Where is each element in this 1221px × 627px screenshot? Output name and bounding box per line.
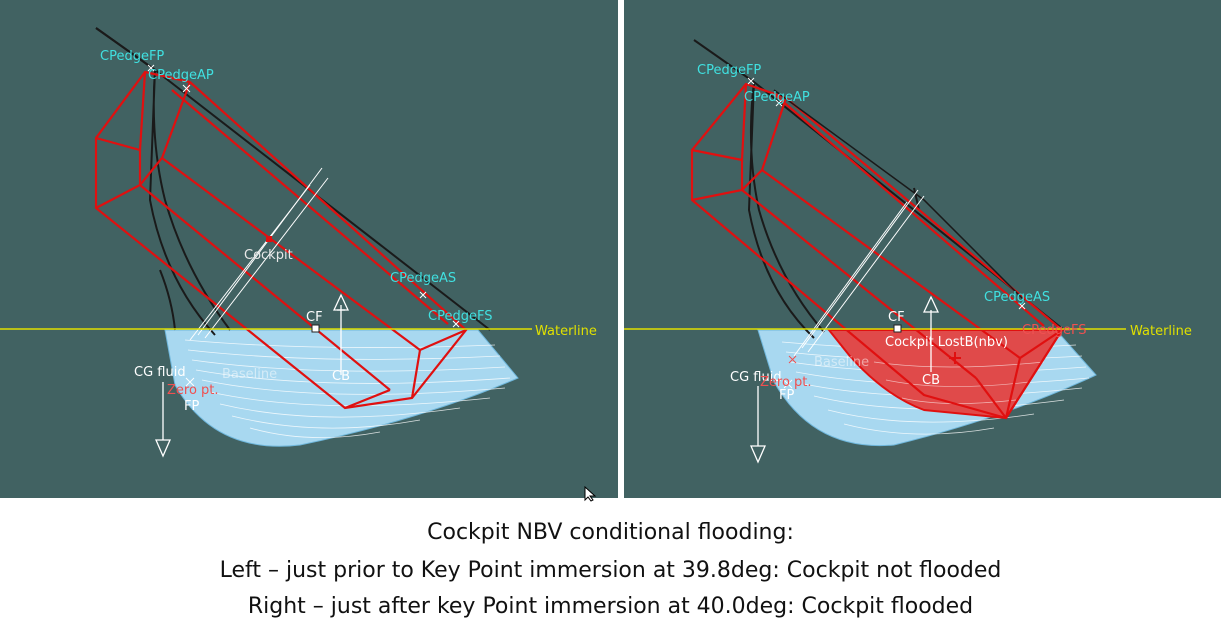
- buoyancy-arrow-right: [922, 295, 940, 372]
- buoyancy-arrow-left: [332, 293, 350, 375]
- hull-outline-right: [693, 39, 1065, 339]
- label-cf: CF: [306, 310, 323, 325]
- lostb-cross-marker: [949, 352, 961, 364]
- label-fp: FP: [779, 388, 794, 403]
- label-baseline: Baseline: [222, 367, 277, 382]
- label-cpedge-fs: CPedgeFS: [428, 309, 492, 324]
- left-view-panel: CPedgeFP CPedgeAP Cockpit CPedgeAS CPedg…: [0, 0, 618, 498]
- label-waterline: Waterline: [535, 324, 597, 339]
- left-diagram: CPedgeFP CPedgeAP Cockpit CPedgeAS CPedg…: [0, 27, 597, 458]
- label-cg-fluid: CG fluid: [730, 370, 782, 385]
- label-fp: FP: [184, 399, 199, 414]
- underwater-hull-left: [164, 329, 519, 447]
- label-cb: CB: [922, 373, 940, 388]
- label-cg-fluid: CG fluid: [134, 365, 186, 380]
- right-diagram: CPedgeFP CPedgeAP CPedgeAS CPedgeFS Wate…: [624, 39, 1192, 464]
- label-cpedge-fp: CPedgeFP: [697, 63, 761, 78]
- caption-line-2: Left – just prior to Key Point immersion…: [219, 558, 1002, 583]
- label-cpedge-ap: CPedgeAP: [744, 90, 810, 105]
- label-cb: CB: [332, 369, 350, 384]
- label-cpedge-fp: CPedgeFP: [100, 49, 164, 64]
- mouse-cursor-icon: [584, 486, 597, 502]
- label-cpedge-as: CPedgeAS: [390, 271, 456, 286]
- cf-marker-right: [893, 324, 902, 333]
- right-view-panel: CPedgeFP CPedgeAP CPedgeAS CPedgeFS Wate…: [624, 0, 1221, 498]
- caption-line-1: Cockpit NBV conditional flooding:: [427, 520, 794, 545]
- gravity-arrow-left: [155, 382, 171, 458]
- cf-marker-left: [311, 324, 320, 333]
- label-zero-pt: Zero pt.: [760, 375, 812, 390]
- label-zero-pt: Zero pt.: [167, 383, 219, 398]
- caption-line-3: Right – just after key Point immersion a…: [247, 594, 974, 619]
- reference-crosses-right: [747, 77, 1026, 389]
- label-cpedge-fs: CPedgeFS: [1022, 323, 1086, 338]
- cockpit-guide-lines-left: [189, 167, 329, 341]
- label-cpedge-ap: CPedgeAP: [148, 68, 214, 83]
- gravity-arrow-right: [750, 386, 766, 464]
- label-cockpit: Cockpit: [244, 248, 293, 263]
- label-cf: CF: [888, 310, 905, 325]
- cockpit-point-marker-left: [266, 236, 272, 242]
- label-cockpit-lostb: Cockpit LostB(nbv): [885, 335, 1008, 350]
- reference-crosses-left: [147, 64, 460, 387]
- label-waterline: Waterline: [1130, 324, 1192, 339]
- label-cpedge-as: CPedgeAS: [984, 290, 1050, 305]
- hull-waterlines-left: [184, 339, 511, 439]
- label-baseline: Baseline: [814, 355, 869, 370]
- cockpit-outline-left: [94, 70, 468, 410]
- flooded-cockpit-region: [826, 329, 1064, 420]
- cockpit-guide-lines-right: [793, 189, 925, 357]
